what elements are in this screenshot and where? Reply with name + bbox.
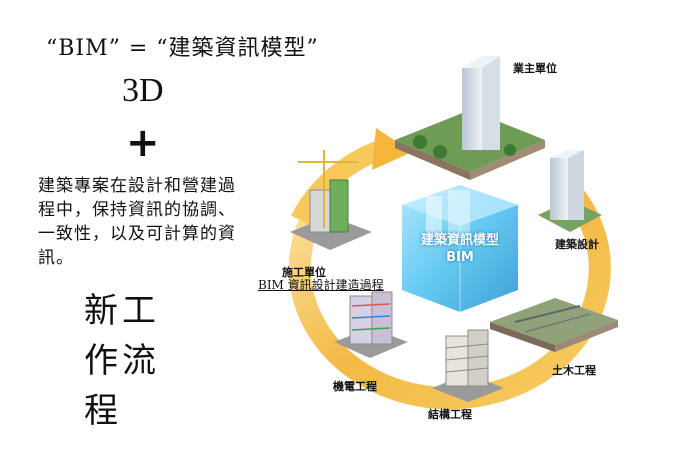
node-architecture-label: 建築設計 (555, 238, 599, 251)
bim-center-sub: BIM (446, 250, 474, 265)
new-workflow-label: 新工作流程 (84, 291, 160, 431)
node-mep-label: 機電工程 (333, 380, 377, 393)
bim-description: 建築專案在設計和營建過程中，保持資訊的協調、一致性，以及可計算的資訊。 (38, 176, 236, 268)
owner-building-icon (395, 56, 545, 180)
mep-building-icon (334, 291, 408, 358)
process-caption: BIM 資訊設計建造過程 (258, 278, 384, 292)
civil-site-icon (490, 298, 618, 352)
node-owner-label: 業主單位 (513, 62, 557, 75)
bim-center-label: 建築資訊模型 BIM (412, 232, 508, 266)
contractor-crane-icon (290, 150, 372, 250)
three-d-label: 3D (122, 72, 164, 109)
node-civil-label: 土木工程 (552, 364, 596, 377)
plus-sign: + (126, 120, 160, 166)
equation-title: “BIM” = “建築資訊模型” (46, 36, 319, 61)
cycle-arrow (288, 128, 611, 410)
bim-center-title: 建築資訊模型 (420, 233, 499, 248)
bim-cube (402, 185, 518, 312)
structure-building-icon (432, 329, 504, 402)
node-contractor-label: 施工單位 (282, 266, 326, 279)
architecture-building-icon (538, 150, 602, 232)
node-structure-label: 結構工程 (428, 408, 472, 421)
